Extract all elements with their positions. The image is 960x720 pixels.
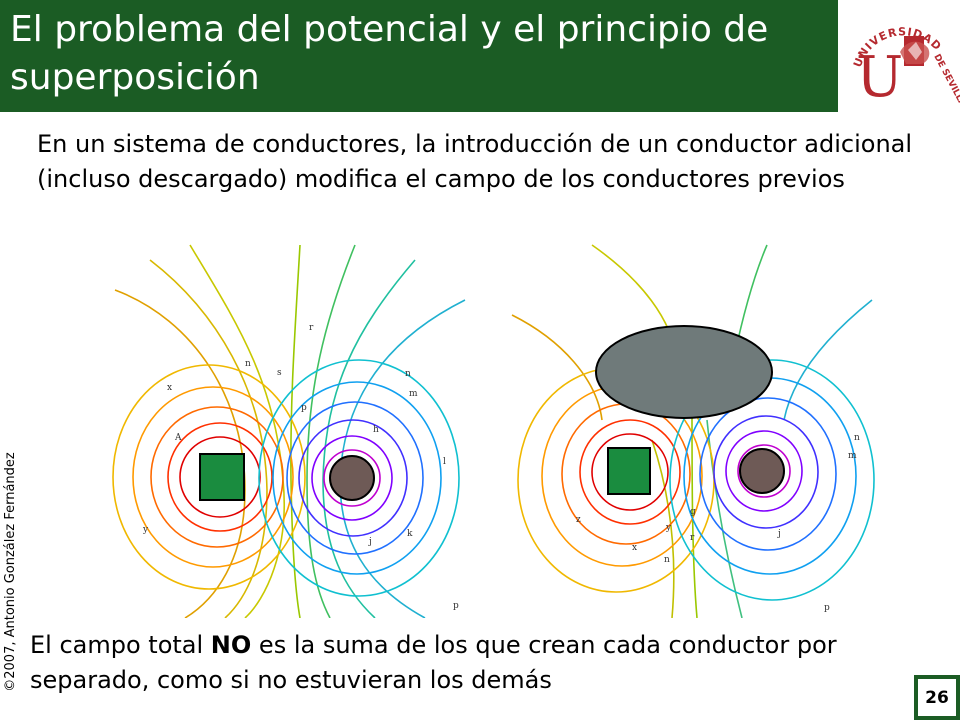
ellipse-conductor (595, 325, 773, 419)
svg-text:n: n (405, 369, 411, 379)
svg-text:p: p (453, 601, 459, 611)
page-number-box: 26 (914, 675, 960, 720)
intro-text: En un sistema de conductores, la introdu… (37, 130, 913, 193)
square-conductor (607, 447, 651, 495)
svg-text:z: z (576, 515, 581, 525)
logo-emblem-icon (900, 36, 930, 66)
slide-title: El problema del potencial y el principio… (10, 9, 769, 98)
university-logo: UNIVERSIDAD U DE SEVILLA (846, 0, 960, 112)
circle-conductor (739, 448, 785, 494)
title-bar: El problema del potencial y el principio… (0, 0, 838, 112)
page-number: 26 (918, 679, 956, 716)
svg-text:g: g (690, 507, 696, 517)
copyright-note: ©2007, Antonio González Fernández (3, 452, 18, 692)
conclusion-part-2: es la suma de los que crean cada conduct… (30, 631, 837, 694)
svg-text:A: A (174, 433, 182, 443)
svg-text:y: y (142, 525, 149, 535)
svg-text:y: y (665, 523, 672, 533)
svg-text:x: x (632, 543, 637, 553)
svg-text:n: n (245, 359, 251, 369)
svg-text:k: k (407, 529, 413, 539)
svg-text:h: h (373, 425, 379, 435)
conclusion-text: El campo total NO es la suma de los que … (30, 628, 930, 698)
circle-conductor (329, 455, 375, 501)
svg-text:x: x (167, 383, 172, 393)
logo-monogram: U (856, 45, 903, 110)
svg-text:p: p (301, 403, 307, 413)
svg-text:n: n (854, 433, 860, 443)
svg-text:j: j (777, 529, 781, 539)
svg-text:r: r (309, 323, 314, 333)
square-conductor (199, 453, 245, 501)
svg-text:r: r (690, 533, 695, 543)
svg-text:m: m (409, 389, 418, 399)
svg-text:m: m (848, 451, 857, 461)
svg-text:s: s (277, 368, 282, 378)
conclusion-part-1: El campo total (30, 631, 211, 659)
conclusion-emphasis: NO (210, 631, 252, 659)
svg-text:p: p (824, 603, 830, 613)
svg-text:n: n (664, 555, 670, 565)
svg-text:l: l (443, 457, 446, 467)
svg-text:j: j (368, 537, 372, 547)
